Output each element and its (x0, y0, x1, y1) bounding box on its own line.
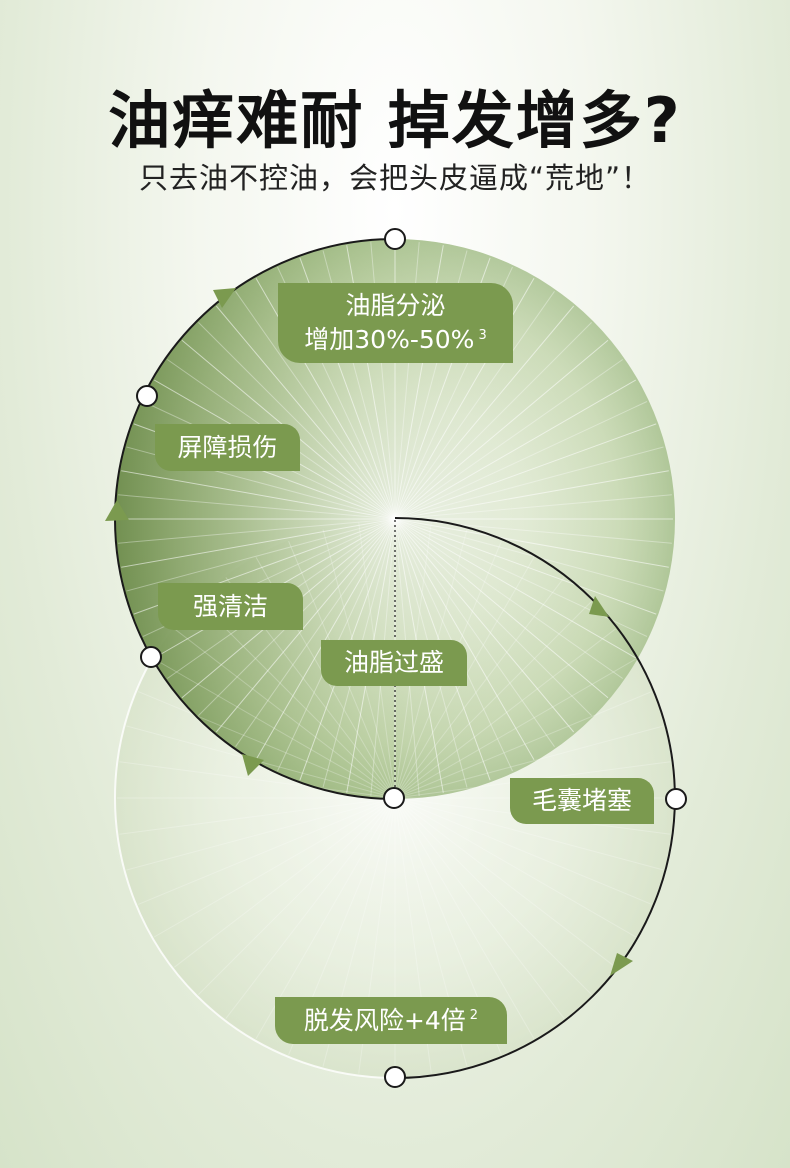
label-barrier-damage: 屏障损伤 (155, 424, 300, 471)
radial-ray (394, 518, 672, 544)
label-excess-oil: 油脂过盛 (321, 640, 467, 686)
radial-ray (394, 518, 669, 568)
radial-ray-lower (394, 797, 652, 905)
radial-ray-lower (174, 628, 396, 799)
radial-ray-lower (394, 797, 664, 871)
radial-ray-lower (225, 797, 396, 1019)
radial-ray-lower (394, 601, 592, 799)
node-center-bottom (383, 787, 405, 809)
radial-ray-lower (394, 797, 616, 968)
arrow-right-upper (589, 596, 609, 617)
radial-ray-lower (138, 797, 396, 905)
radial-ray (394, 518, 575, 733)
radial-ray-lower (174, 797, 396, 968)
radial-ray-lower (198, 601, 396, 799)
label-sebum-increase: 油脂分泌 增加30%-50%3 (278, 283, 513, 363)
radial-ray-lower (394, 577, 565, 799)
radial-ray-lower (394, 797, 535, 1040)
radial-ray-lower (126, 797, 396, 871)
radial-ray-lower (119, 761, 396, 799)
radial-ray-lower (394, 797, 637, 938)
radial-ray (394, 359, 623, 520)
arrow-right-lower (610, 953, 633, 976)
radial-ray (394, 494, 672, 520)
radial-ray-lower (198, 797, 396, 995)
radial-ray (215, 305, 396, 520)
radial-ray (235, 518, 396, 747)
radial-ray (394, 518, 623, 679)
radial-ray-lower (138, 691, 396, 799)
radial-ray (394, 305, 575, 520)
radial-ray (394, 401, 648, 520)
page-subtitle: 只去油不控油，会把头皮逼成“荒地”！ (138, 161, 652, 195)
radial-ray (118, 518, 396, 544)
radial-ray (394, 446, 664, 520)
radial-ray (394, 518, 609, 699)
radial-ray (198, 322, 396, 520)
radial-ray (121, 518, 396, 568)
radial-ray-lower (394, 797, 565, 1019)
label-sebum-increase-line2: 增加30%-50%3 (304, 325, 487, 354)
node-bottom (384, 1066, 406, 1088)
radial-ray-lower (119, 797, 396, 835)
radial-ray (394, 518, 592, 716)
node-right (665, 788, 687, 810)
radial-ray (235, 291, 396, 520)
radial-ray (394, 423, 657, 520)
radial-ray-lower (394, 725, 664, 799)
reference-mark-2: 2 (469, 1008, 479, 1024)
label-follicle-clogging: 毛囊堵塞 (510, 778, 654, 824)
radial-ray (394, 322, 592, 520)
arrow-bottom-left (242, 754, 264, 776)
radial-ray (394, 291, 555, 520)
reference-mark-3: 3 (478, 327, 487, 343)
radial-ray (215, 518, 396, 733)
radial-ray (394, 518, 648, 637)
arrow-top-left (213, 288, 236, 308)
node-top (384, 228, 406, 250)
radial-ray-lower (394, 691, 652, 799)
node-left-lower (140, 646, 162, 668)
radial-ray-lower (153, 797, 396, 938)
arrow-left (105, 500, 129, 521)
page-title: 油痒难耐 掉发增多? (108, 84, 682, 157)
radial-ray (394, 518, 657, 615)
radial-ray (121, 470, 396, 520)
label-sebum-increase-line1: 油脂分泌 (345, 291, 446, 321)
radial-ray (394, 518, 637, 659)
radial-ray (394, 339, 609, 520)
radial-ray-lower (394, 628, 616, 799)
radial-ray (394, 379, 637, 520)
node-left-upper (136, 385, 158, 407)
radial-ray (118, 494, 396, 520)
radial-ray (126, 518, 396, 592)
radial-ray (394, 518, 555, 747)
radial-ray (394, 518, 535, 761)
radial-ray (255, 518, 396, 761)
label-strong-cleansing: 强清洁 (158, 583, 303, 630)
radial-ray-lower (394, 797, 592, 995)
radial-ray (394, 518, 664, 592)
radial-ray (394, 470, 669, 520)
